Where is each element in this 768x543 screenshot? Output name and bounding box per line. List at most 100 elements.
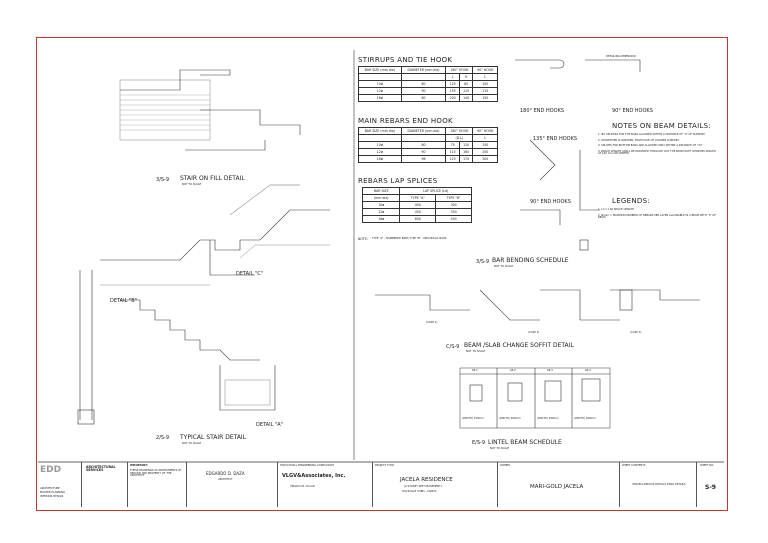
lintel-col: LB-3 bbox=[547, 369, 553, 372]
note-item: 3. SPLICES FOR BOTTOM BARS ARE ALLOWED O… bbox=[598, 144, 703, 148]
architect-role: ARCHITECT bbox=[218, 478, 233, 481]
table-cell: 125 bbox=[445, 155, 460, 163]
table-cell: 120 bbox=[458, 141, 474, 149]
table-cell: 10ø bbox=[358, 141, 402, 149]
detail-sheet: S-9 bbox=[451, 344, 460, 350]
legend-item: 1. Ld = LAP SPLICE LENGTH bbox=[598, 208, 635, 211]
table-cell: 200 bbox=[445, 94, 460, 102]
case-3-label: (CASE 3) bbox=[630, 331, 642, 334]
table-cell: 16ø bbox=[358, 155, 402, 163]
lap-splices-table: BAR SIZE LAP SPLICE (Ld) (mm dia) TYPE "… bbox=[361, 187, 472, 223]
table-cell: 80 bbox=[400, 141, 447, 149]
detail-sheet: S-9 bbox=[160, 177, 170, 183]
table-cell: TYPE "B" bbox=[435, 194, 472, 202]
project-label: PROJECT TITLE bbox=[375, 464, 395, 467]
legends-title: LEGENDS: bbox=[612, 197, 650, 205]
table-cell: TYPE "A" bbox=[399, 194, 437, 202]
table-cell: 16ø bbox=[358, 94, 402, 102]
detail-number: E bbox=[472, 440, 476, 446]
hook-90b-label: 90° END HOOKS bbox=[530, 199, 571, 205]
table-cell: 12ø bbox=[358, 87, 402, 95]
owner-label: OWNER bbox=[500, 464, 510, 467]
table-cell: 80 bbox=[400, 94, 447, 102]
lintel-spec: (WIDTH) 200mm bbox=[499, 417, 521, 420]
title-block-divider bbox=[81, 462, 82, 507]
detail-a-label: DETAIL "A" bbox=[256, 422, 283, 428]
detail-number: C bbox=[446, 344, 450, 350]
typical-stair-title: TYPICAL STAIR DETAIL bbox=[180, 434, 247, 441]
table-cell: 115 bbox=[445, 148, 460, 156]
table-cell: 85 bbox=[458, 80, 474, 88]
firm-logo: EDD bbox=[40, 465, 62, 475]
beam-slab-scale: NOT TO SCALE bbox=[466, 350, 486, 353]
lintel-scale: NOT TO SCALE bbox=[490, 447, 510, 450]
lap-splices-title: REBARS LAP SPLICES bbox=[358, 177, 438, 185]
detail-sheet: S-9 bbox=[160, 435, 170, 441]
table-cell: 200 bbox=[472, 155, 498, 163]
service-item: ARCHITECTURE bbox=[40, 487, 60, 490]
service-item: MASTER PLANNING bbox=[40, 491, 65, 494]
sheet-contents: MISCELLANEOUS DETAILS STAIR DETAILS bbox=[632, 483, 686, 486]
note-item: 4. BRACE LENGTH SHALL BE PROVIDED THROUG… bbox=[598, 149, 716, 156]
lintel-col: LB-1 bbox=[472, 369, 478, 372]
project-location: HILLSVILLE SUBD., CAINTA bbox=[402, 490, 437, 493]
lintel-spec: (WIDTH) 250mm bbox=[537, 417, 559, 420]
content-label: SHEET CONTENTS bbox=[622, 464, 646, 467]
important-label: IMPORTANT: bbox=[130, 464, 148, 467]
project-title: JACELA RESIDENCE bbox=[400, 477, 453, 483]
beam-slab-callout: C/S-9 bbox=[446, 344, 460, 350]
lintel-spec: (WIDTH) 150mm bbox=[462, 417, 484, 420]
firm-name: ARCHITECTURAL SERVICES bbox=[86, 465, 116, 473]
structural-label: STRUCTURAL ENGINEERING CONSULTANT bbox=[280, 464, 334, 467]
hook-90-label: 90° END HOOKS bbox=[612, 108, 653, 114]
drawing-sheet-border bbox=[36, 37, 728, 511]
title-block-divider bbox=[497, 462, 498, 507]
lap-note: TYPE "A" - NUMBERED BARS TYPE "B" - INDI… bbox=[372, 237, 447, 240]
table-header-row: BAR SIZE LAP SPLICE (Ld) bbox=[361, 187, 472, 195]
table-cell: 115 bbox=[458, 87, 474, 95]
lintel-title: LINTEL BEAM SCHEDULE bbox=[488, 439, 562, 446]
table-cell: 200 bbox=[472, 148, 498, 156]
bar-bending-scale: NOT TO SCALE bbox=[494, 265, 514, 268]
stair-on-fill-scale: NOT TO SCALE bbox=[182, 183, 202, 186]
case-1-label: (CASE 1) bbox=[426, 321, 438, 324]
lintel-col: LB-4 bbox=[585, 369, 591, 372]
table-header-cell: LAP SPLICE (Ld) bbox=[399, 187, 472, 195]
title-block-divider bbox=[619, 462, 620, 507]
table-cell: 155 bbox=[445, 87, 460, 95]
table-cell: 12ø bbox=[361, 208, 401, 216]
stair-on-fill-title: STAIR ON FILL DETAIL bbox=[180, 175, 245, 182]
table-cell: L bbox=[472, 73, 498, 81]
table-cell bbox=[400, 73, 447, 81]
table-cell: 160 bbox=[458, 148, 474, 156]
legends-list: 1. Ld = LAP SPLICE LENGTH 2. Nmax = MAXI… bbox=[598, 208, 718, 223]
table-cell: 140 bbox=[458, 94, 474, 102]
detail-number: 3 bbox=[476, 259, 480, 265]
table-cell: H bbox=[458, 73, 474, 81]
table-cell bbox=[400, 134, 447, 142]
typical-stair-callout: 2/S-9 bbox=[156, 435, 170, 441]
table-subheader-row: (D-L) L bbox=[358, 134, 498, 142]
table-cell: 400 bbox=[399, 201, 437, 209]
owner-name: MARI-GOLD JACELA bbox=[530, 484, 584, 490]
table-cell: (mm dia) bbox=[361, 194, 401, 202]
table-header-row: BAR SIZE (mm dia) DIAMETER (mm dia) 180°… bbox=[358, 66, 498, 74]
detail-number: 3 bbox=[156, 177, 160, 183]
table-cell: 75 bbox=[445, 141, 460, 149]
stirrups-table: BAR SIZE (mm dia) DIAMETER (mm dia) 180°… bbox=[358, 66, 498, 102]
table-header-cell: BAR SIZE (mm dia) bbox=[358, 127, 402, 135]
table-header-cell: 180° HOOK bbox=[445, 127, 474, 135]
stirrups-title: STIRRUPS AND TIE HOOK bbox=[358, 56, 453, 64]
table-header-cell: 90° HOOK bbox=[472, 66, 498, 74]
important-text: THESE DRAWINGS AS INSTRUMENTS OF SERVICE… bbox=[130, 469, 182, 478]
detail-sheet: S-9 bbox=[480, 259, 490, 265]
table-cell: 450 bbox=[435, 215, 472, 223]
notes-list: 1. NO SPLICING FOR TOP BARS ALLOWED WITH… bbox=[598, 133, 718, 159]
lintel-col: LB-2 bbox=[510, 369, 516, 372]
